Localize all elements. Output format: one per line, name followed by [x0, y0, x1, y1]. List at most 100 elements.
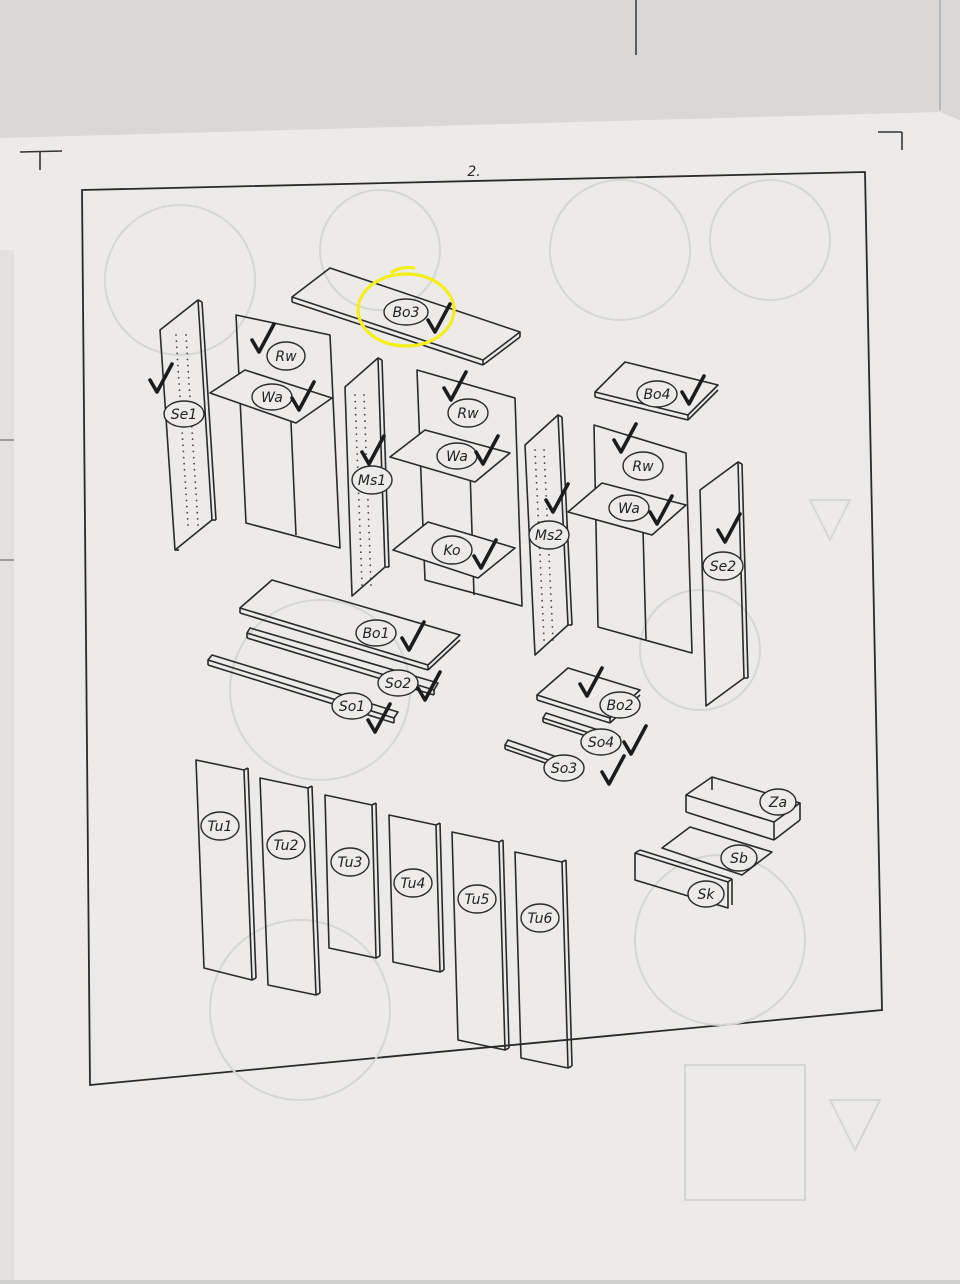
part-label-so1: So1	[339, 699, 365, 715]
drill-hole	[187, 364, 189, 367]
drill-hole	[369, 571, 372, 573]
label-oval-tu2	[266, 830, 306, 860]
part-label-ms2: Ms2	[535, 528, 563, 544]
drill-hole	[540, 593, 543, 595]
drill-hole	[360, 557, 362, 560]
drill-hole	[542, 632, 545, 635]
checkmark-bo4	[680, 374, 706, 406]
checkmark-ms1	[360, 434, 386, 466]
drill-hole	[550, 606, 553, 609]
drill-hole	[357, 492, 360, 495]
part-za	[685, 776, 801, 841]
drill-hole	[194, 481, 197, 483]
label-oval-bo1	[355, 619, 397, 647]
label-oval-tu3	[330, 847, 370, 877]
drill-hole	[181, 438, 184, 441]
drill-hole	[176, 352, 179, 355]
drill-hole	[354, 407, 357, 409]
drill-hole	[196, 511, 199, 514]
label-oval-za	[759, 788, 797, 816]
drill-hole	[539, 553, 541, 556]
label-oval-tu5	[457, 884, 497, 914]
part-tu6	[514, 851, 573, 1069]
drill-hole	[545, 495, 548, 497]
drill-hole	[360, 571, 363, 573]
part-label-ko: Ko	[443, 543, 460, 559]
checkmark-so4	[622, 724, 648, 756]
checkmark-so3	[600, 754, 626, 786]
drill-hole	[354, 394, 356, 396]
drill-hole	[534, 455, 537, 458]
drill-hole	[184, 487, 187, 490]
drill-hole	[183, 462, 186, 465]
drill-hole	[186, 358, 189, 361]
part-label-rw1: Rw	[275, 349, 297, 365]
drill-hole	[360, 577, 363, 580]
drill-hole	[549, 586, 552, 589]
drill-hole	[193, 468, 196, 471]
checkmark-bo3	[426, 302, 452, 334]
drill-hole	[356, 459, 359, 462]
drill-hole	[178, 389, 181, 392]
drill-hole	[363, 407, 366, 409]
drill-hole	[356, 466, 359, 468]
label-oval-tu1	[200, 811, 240, 841]
drill-hole	[541, 606, 544, 609]
drill-hole	[370, 584, 372, 586]
part-label-tu3: Tu3	[338, 855, 363, 871]
drill-hole	[192, 444, 194, 447]
checkmark-rw3	[612, 422, 638, 454]
part-label-bo3: Bo3	[392, 305, 419, 321]
checkmark-bo1	[400, 620, 426, 652]
drill-hole	[175, 334, 177, 336]
drill-hole	[539, 567, 542, 569]
drill-hole	[363, 394, 365, 396]
drill-hole	[355, 420, 357, 423]
content-frame	[81, 171, 883, 1086]
drill-hole	[535, 475, 538, 478]
drill-hole	[188, 383, 191, 385]
page-number: 2.	[467, 164, 480, 180]
drill-hole	[175, 340, 178, 342]
drill-hole	[364, 433, 367, 436]
crop-mark-left	[19, 150, 63, 170]
drill-hole	[540, 586, 543, 589]
drill-hole	[179, 395, 181, 398]
drill-hole	[539, 560, 542, 563]
part-bo3	[291, 267, 521, 366]
drill-hole	[534, 449, 536, 451]
drill-hole	[551, 632, 554, 635]
label-oval-so3	[543, 754, 585, 782]
drill-hole	[195, 499, 198, 502]
drill-hole	[543, 462, 546, 464]
part-label-bo4: Bo4	[643, 387, 670, 403]
part-label-tu6: Tu6	[528, 911, 553, 927]
part-label-wa3: Wa	[618, 501, 640, 517]
part-label-se2: Se2	[710, 559, 737, 575]
label-oval-so2	[377, 669, 419, 697]
part-tu1	[195, 759, 257, 981]
drill-hole	[186, 352, 189, 355]
drill-hole	[359, 551, 362, 554]
drill-hole	[185, 505, 188, 508]
drill-hole	[364, 440, 367, 442]
drill-hole	[543, 639, 545, 641]
drill-hole	[536, 501, 539, 504]
drill-hole	[367, 525, 370, 527]
drill-hole	[192, 450, 195, 453]
drill-hole	[360, 564, 363, 567]
checkmark-wa1	[290, 380, 316, 412]
drill-hole	[191, 432, 194, 434]
paper-sheet	[0, 112, 960, 1280]
drill-hole	[195, 493, 198, 496]
drill-hole	[368, 551, 371, 554]
drill-hole	[182, 444, 184, 447]
drill-hole	[365, 446, 367, 449]
drill-hole	[355, 433, 358, 436]
drill-hole	[369, 564, 372, 567]
drill-hole	[175, 346, 178, 349]
drill-hole	[359, 544, 362, 547]
part-label-so3: So3	[551, 761, 577, 777]
part-label-za: Za	[768, 795, 787, 811]
